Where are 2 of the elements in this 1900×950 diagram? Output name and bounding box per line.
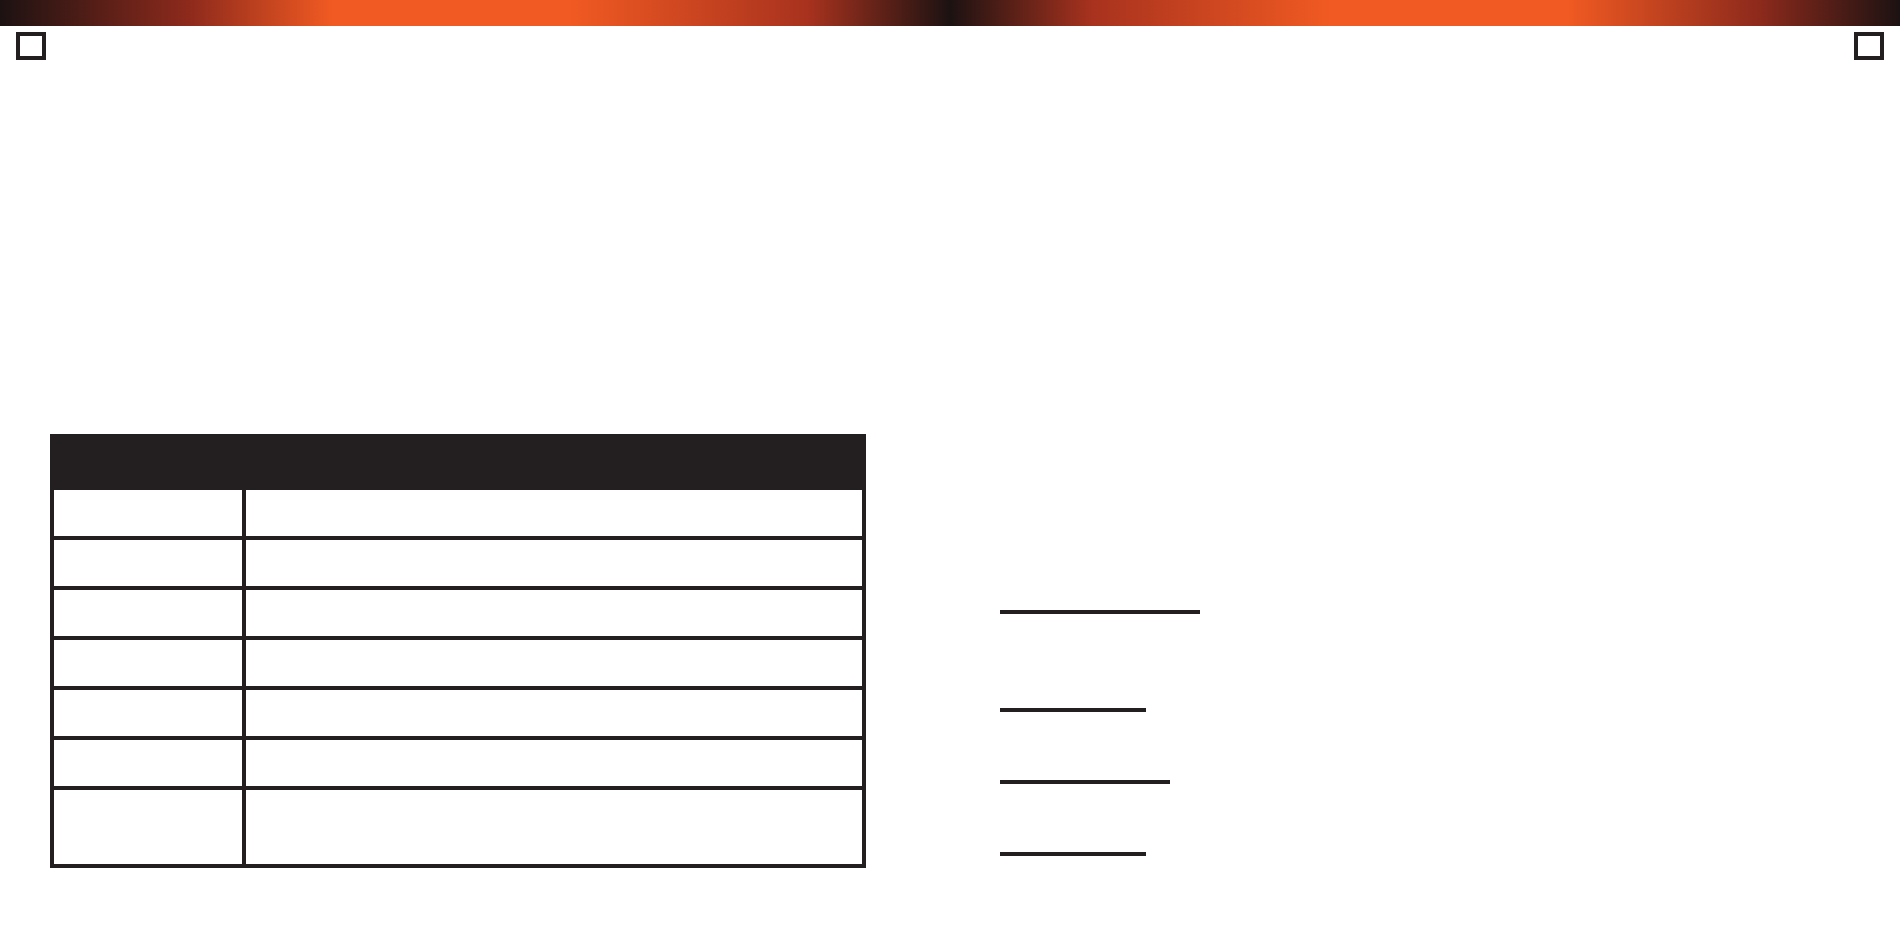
page-number-box <box>16 32 46 60</box>
page-number-box <box>1854 32 1884 60</box>
